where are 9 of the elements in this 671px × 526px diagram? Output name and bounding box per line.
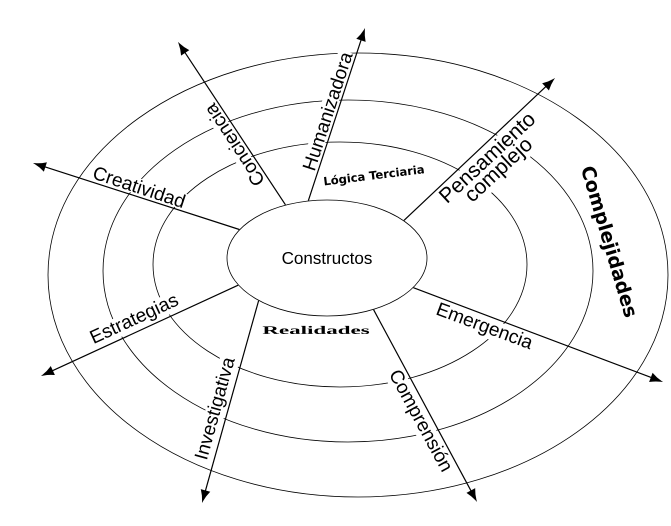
arrow (404, 79, 554, 221)
arrow (413, 287, 662, 382)
arrow (34, 162, 240, 230)
level-label: Realidades (262, 326, 370, 334)
arrow (42, 284, 238, 376)
arrow (200, 300, 260, 502)
arrow (308, 30, 366, 201)
arrow (178, 43, 286, 206)
arrow (373, 309, 476, 500)
